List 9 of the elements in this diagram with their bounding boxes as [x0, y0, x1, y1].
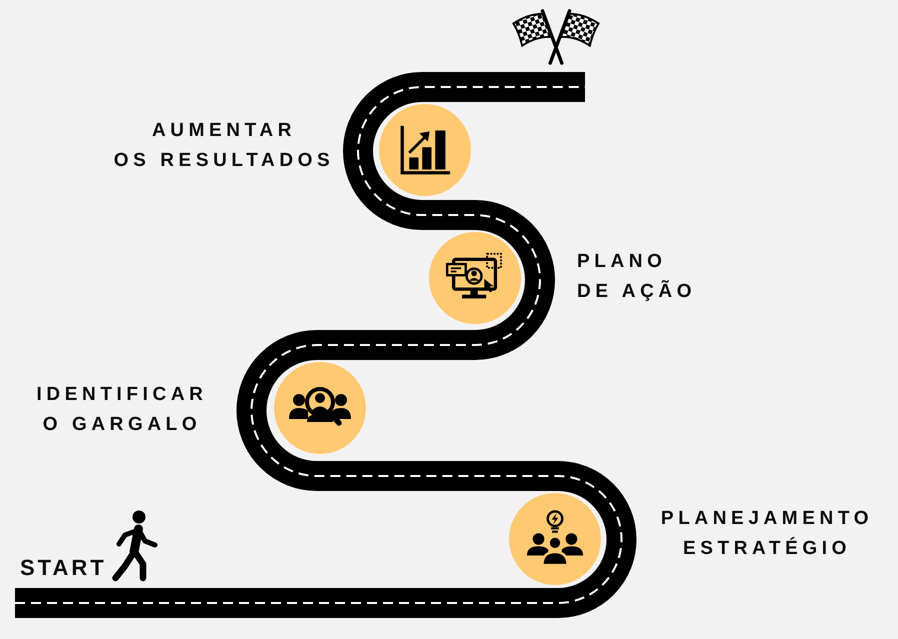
start-label: START	[20, 555, 107, 581]
step-label: PLANEJAMENTO ESTRATÉGIO	[660, 507, 874, 561]
step-label: PLANO DE AÇÃO	[577, 250, 696, 304]
step-label: AUMENTAR OS RESULTADOS	[114, 119, 334, 173]
step-circle	[379, 104, 471, 196]
step-circle	[274, 362, 366, 454]
step-label: IDENTIFICAR O GARGALO	[36, 383, 208, 437]
step-circle	[429, 232, 521, 324]
step-circle	[509, 493, 601, 585]
